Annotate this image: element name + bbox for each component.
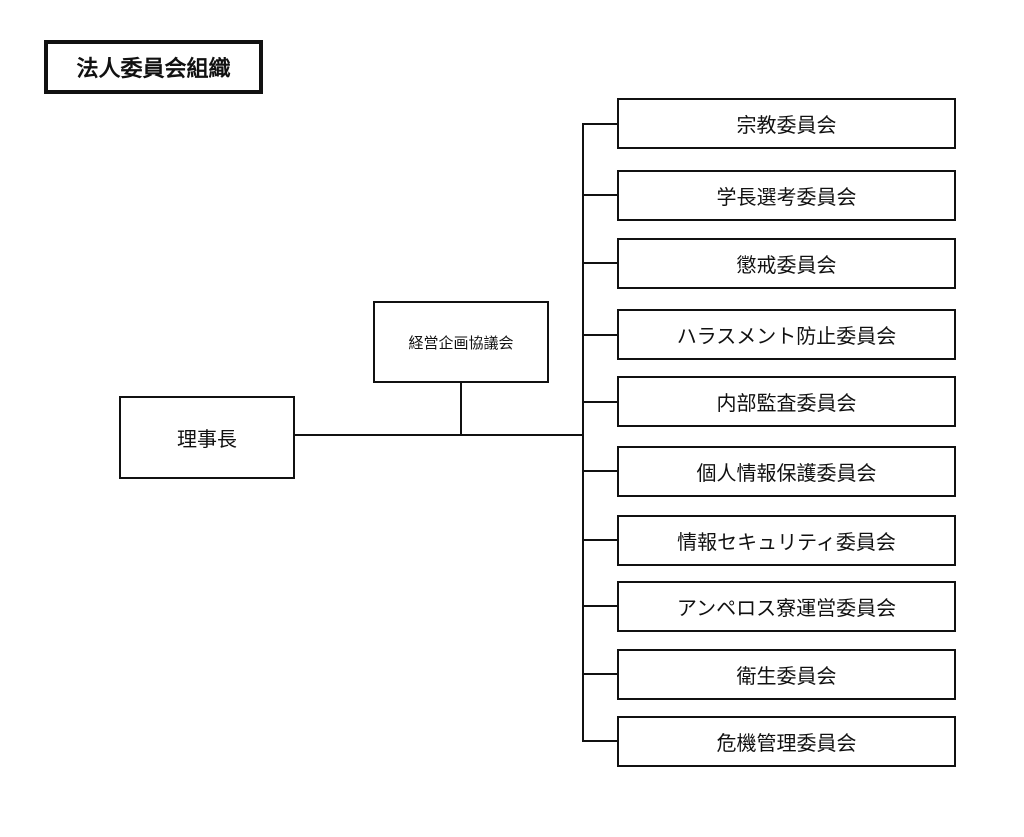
diagram-title: 法人委員会組織 bbox=[44, 40, 263, 94]
committee-label: 懲戒委員会 bbox=[736, 253, 837, 277]
committee-box-dormitory: アンペロス寮運営委員会 bbox=[617, 581, 956, 632]
committee-box-discipline: 懲戒委員会 bbox=[617, 238, 956, 289]
committee-label: 衛生委員会 bbox=[736, 664, 837, 688]
council-label: 経営企画協議会 bbox=[408, 333, 514, 352]
council-box: 経営企画協議会 bbox=[373, 301, 549, 383]
branch-line bbox=[582, 194, 617, 196]
committee-label: アンペロス寮運営委員会 bbox=[676, 596, 897, 620]
committee-box-personal-info: 個人情報保護委員会 bbox=[617, 446, 956, 497]
committee-label: 情報セキュリティ委員会 bbox=[677, 530, 896, 554]
committee-box-internal-audit: 内部監査委員会 bbox=[617, 376, 956, 427]
committee-label: 宗教委員会 bbox=[736, 113, 837, 137]
chairman-label: 理事長 bbox=[177, 427, 237, 451]
committee-label: 学長選考委員会 bbox=[716, 185, 857, 209]
connector-vertical-trunk bbox=[582, 123, 584, 741]
branch-line bbox=[582, 401, 617, 403]
branch-line bbox=[582, 605, 617, 607]
committee-box-harassment-prevention: ハラスメント防止委員会 bbox=[617, 309, 956, 360]
connector-council-stem bbox=[460, 383, 462, 435]
branch-line bbox=[582, 334, 617, 336]
connector-chair-to-trunk bbox=[295, 434, 584, 436]
branch-line bbox=[582, 262, 617, 264]
committee-label: 内部監査委員会 bbox=[716, 391, 857, 415]
chairman-box: 理事長 bbox=[119, 396, 295, 479]
committee-label: 個人情報保護委員会 bbox=[696, 461, 877, 485]
committee-box-crisis-management: 危機管理委員会 bbox=[617, 716, 956, 767]
committee-box-info-security: 情報セキュリティ委員会 bbox=[617, 515, 956, 566]
branch-line bbox=[582, 470, 617, 472]
branch-line bbox=[582, 539, 617, 541]
branch-line bbox=[582, 740, 617, 742]
branch-line bbox=[582, 123, 617, 125]
committee-box-religion: 宗教委員会 bbox=[617, 98, 956, 149]
committee-box-hygiene: 衛生委員会 bbox=[617, 649, 956, 700]
committee-label: 危機管理委員会 bbox=[716, 731, 857, 755]
committee-label: ハラスメント防止委員会 bbox=[676, 324, 897, 348]
committee-box-president-selection: 学長選考委員会 bbox=[617, 170, 956, 221]
branch-line bbox=[582, 673, 617, 675]
